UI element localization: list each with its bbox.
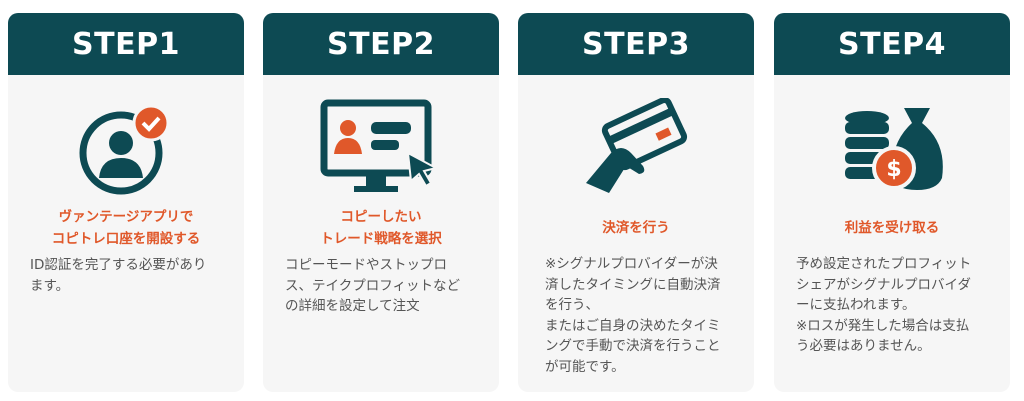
credit-card-hand-icon — [518, 93, 754, 203]
money-bag-coins-icon: $ — [774, 93, 1010, 203]
step-header: STEP1 — [8, 13, 244, 75]
step-description: 予め設定されたプロフィット シェアがシグナルプロバイダ ーに支払われます。 ※ロ… — [796, 256, 972, 354]
step-header: STEP4 — [774, 13, 1010, 75]
step-card-4: STEP4 $ 利益を受け取る 予め設定されたプロフィット シェアがシグナルプロ… — [774, 13, 1010, 392]
step-title: コピーしたい トレード戦略を選択 — [320, 209, 442, 247]
step-title: ヴァンテージアプリで コピトレ口座を開設する — [51, 209, 201, 247]
step-description: ※シグナルプロバイダーが決 済したタイミングに自動決済 を行う、 またはご自身の… — [545, 256, 721, 375]
step-card-2: STEP2 コピーしたい トレード戦略を選択 コピーモードやストップロ ス、テイ… — [263, 13, 499, 392]
user-check-icon — [8, 93, 244, 203]
svg-text:$: $ — [886, 157, 901, 182]
monitor-profile-icon — [263, 93, 499, 203]
step-title: 決済を行う — [602, 220, 670, 236]
step-header: STEP3 — [518, 13, 754, 75]
step-title: 利益を受け取る — [844, 220, 940, 236]
step-description: コピーモードやストップロ ス、テイクプロフィットなど の詳細を設定して注文 — [285, 257, 460, 314]
step-card-1: STEP1 ヴァンテージアプリで コピトレ口座を開設する ID認証を完了する必要… — [8, 13, 244, 392]
step-description: ID認証を完了する必要があり ます。 — [30, 257, 207, 294]
step-card-3: STEP3 決済を行う ※シグナルプロバイダーが決 済したタイミングに自動決済 … — [518, 13, 754, 392]
step-header: STEP2 — [263, 13, 499, 75]
